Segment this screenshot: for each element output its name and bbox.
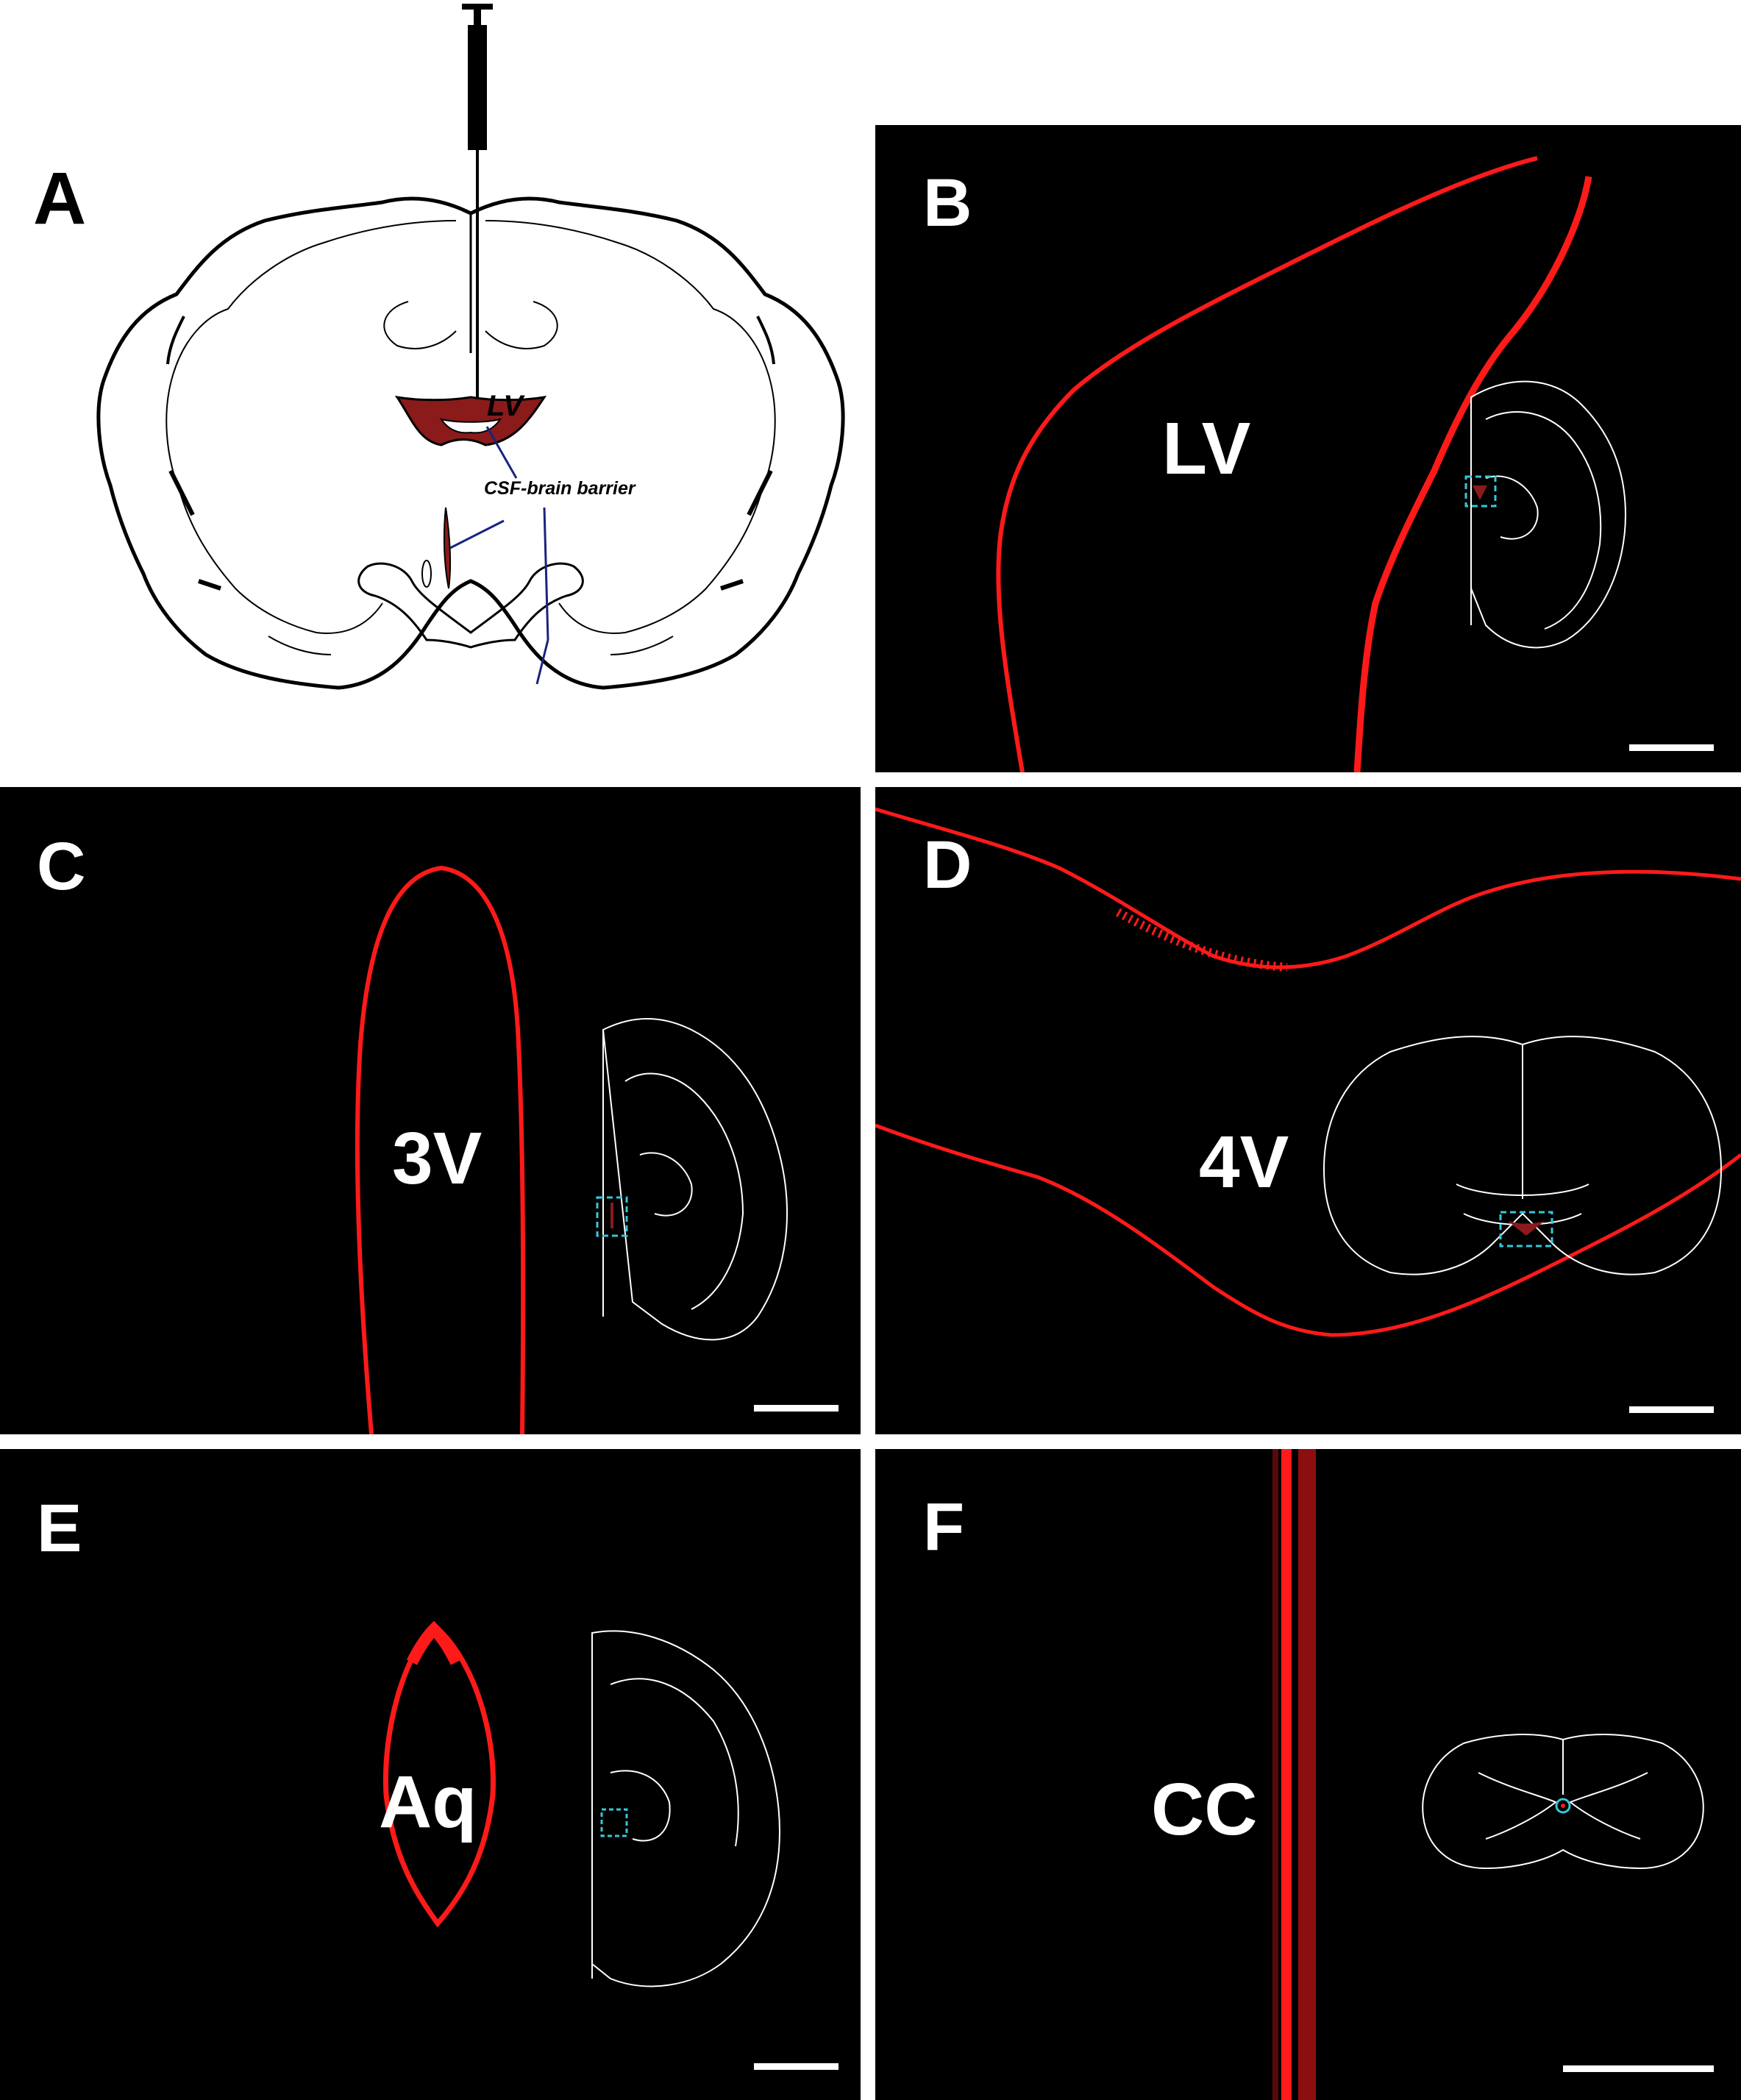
coronal-brain-schematic xyxy=(96,4,845,690)
panel-f-label: F xyxy=(923,1489,965,1565)
syringe-icon xyxy=(462,4,493,412)
aq-fluorescence-image xyxy=(382,1620,781,1987)
inset-location-box xyxy=(596,1196,628,1237)
panel-b-scale-bar xyxy=(1629,744,1714,751)
panel-e-label: E xyxy=(37,1491,82,1566)
inset-brain-outline xyxy=(1470,380,1627,649)
panel-c-micrograph: C 3V xyxy=(0,787,861,1434)
4v-fluorescence-image xyxy=(875,807,1741,1337)
panel-c-label: C xyxy=(37,829,86,904)
barrier-connector-lines xyxy=(449,426,549,685)
inset-brain-outline xyxy=(591,1630,781,1987)
lv-fluorescence-image xyxy=(996,156,1627,772)
panel-f-scale-bar xyxy=(1563,2065,1714,2072)
inset-brain-outline xyxy=(1322,1036,1723,1275)
panel-a-label: A xyxy=(33,157,87,240)
inset-location-marker xyxy=(1555,1798,1571,1814)
panel-d-label: D xyxy=(923,827,972,903)
panel-f-micrograph: F CC xyxy=(875,1449,1741,2100)
panel-b-label: B xyxy=(923,165,972,241)
panel-b-structure-label: LV xyxy=(1162,407,1251,490)
lv-annotation: LV xyxy=(487,390,523,422)
panel-c-structure-label: 3V xyxy=(392,1117,483,1200)
inset-location-box xyxy=(1499,1211,1553,1247)
panel-c-scale-bar xyxy=(754,1405,839,1412)
inset-location-box xyxy=(600,1808,628,1837)
panel-d-scale-bar xyxy=(1629,1406,1714,1413)
inset-spinal-cord-outline xyxy=(1422,1734,1704,1870)
csf-brain-barrier-annotation: CSF-brain barrier xyxy=(484,478,635,499)
inset-location-box xyxy=(1464,475,1497,508)
inset-brain-outline xyxy=(602,1018,788,1341)
panel-d-micrograph: D 4V xyxy=(875,787,1741,1434)
cc-fluorescence-image xyxy=(1272,1449,1704,2100)
panel-a-schematic: A xyxy=(0,0,846,780)
panel-e-micrograph: E Aq xyxy=(0,1449,861,2100)
panel-e-structure-label: Aq xyxy=(379,1761,477,1843)
3v-fluorescence-image xyxy=(355,865,788,1434)
panel-f-structure-label: CC xyxy=(1151,1768,1258,1851)
panel-d-structure-label: 4V xyxy=(1199,1121,1289,1203)
panel-b-micrograph: B LV xyxy=(875,125,1741,772)
panel-e-scale-bar xyxy=(754,2063,839,2070)
